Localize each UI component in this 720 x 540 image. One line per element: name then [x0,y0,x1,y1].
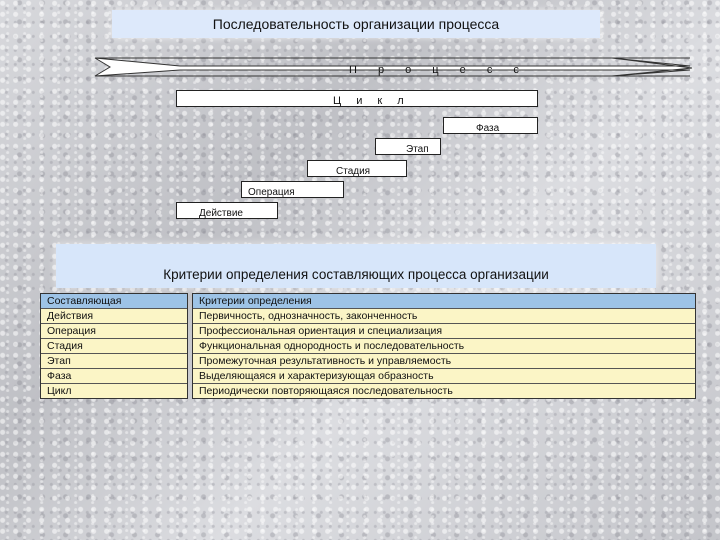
operation-label: Операция [248,187,295,198]
component-cell: Цикл [41,384,187,398]
component-column: Составляющая Действия Операция Стадия Эт… [40,293,188,399]
criteria-cell: Выделяющаяся и характеризующая образност… [193,369,695,384]
process-arrow [94,57,693,77]
stadia-bar: Стадия [307,160,407,177]
component-header: Составляющая [41,294,187,309]
process-label: П р о ц е с с [349,64,528,76]
criteria-column: Критерии определения Первичность, однозн… [192,293,696,399]
phase-label: Фаза [476,123,500,134]
stage-bar: Этап [375,138,441,155]
criteria-cell: Профессиональная ориентация и специализа… [193,324,695,339]
cycle-bar: Ц и к л [176,90,538,107]
criteria-title: Критерии определения составляющих процес… [56,244,656,288]
component-cell: Действия [41,309,187,324]
stadia-label: Стадия [336,166,371,177]
action-bar: Действие [176,202,278,219]
stage-label: Этап [406,144,429,155]
cycle-label: Ц и к л [333,95,410,107]
criteria-header: Критерии определения [193,294,695,309]
component-cell: Операция [41,324,187,339]
criteria-cell: Периодически повторяющаяся последователь… [193,384,695,398]
criteria-cell: Промежуточная результативность и управля… [193,354,695,369]
page-title: Последовательность организации процесса [112,10,600,38]
component-cell: Фаза [41,369,187,384]
phase-bar: Фаза [443,117,538,134]
operation-bar: Операция [241,181,344,198]
action-label: Действие [199,208,243,219]
criteria-cell: Функциональная однородность и последоват… [193,339,695,354]
component-cell: Этап [41,354,187,369]
criteria-cell: Первичность, однозначность, законченност… [193,309,695,324]
component-cell: Стадия [41,339,187,354]
